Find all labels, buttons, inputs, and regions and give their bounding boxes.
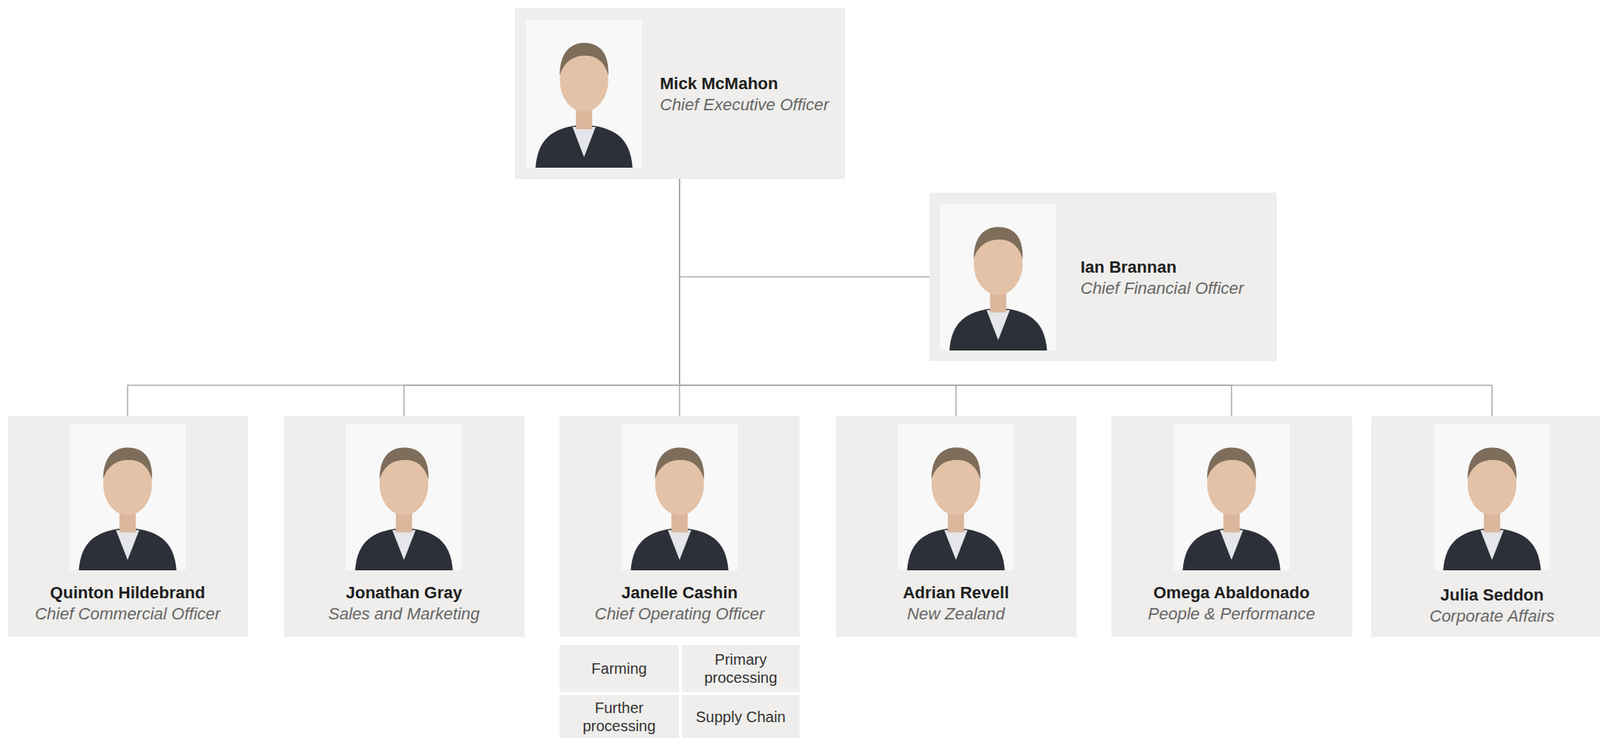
job-title: Chief Operating Officer — [565, 603, 794, 625]
function-label: Further processing — [559, 698, 679, 735]
reporting-line — [127, 178, 680, 417]
person-name: Mick McMahon — [659, 73, 830, 95]
executive-box: Julia SeddonCorporate Affairs — [1371, 416, 1600, 637]
person-name: Jonathan Gray — [289, 582, 518, 604]
function-cell: Supply Chain — [681, 694, 800, 738]
executive-box: Ian BrannanChief Financial Officer — [929, 192, 1277, 361]
function-label: Supply Chain — [691, 707, 791, 726]
job-title: Sales and Marketing — [289, 603, 518, 625]
function-label: Farming — [586, 659, 651, 678]
reporting-line — [679, 178, 930, 278]
function-cell: Farming — [559, 644, 679, 692]
reporting-line — [403, 178, 680, 417]
text-group: Quinton HildebrandChief Commercial Offic… — [14, 582, 241, 625]
executive-box: Jonathan GraySales and Marketing — [283, 416, 525, 637]
portrait-photo — [69, 424, 186, 571]
portrait-photo — [1433, 424, 1551, 571]
portrait-photo — [940, 203, 1057, 351]
text-group: Ian BrannanChief Financial Officer — [1080, 256, 1244, 300]
function-label: Primary processing — [681, 650, 800, 687]
executive-box: Mick McMahonChief Executive Officer — [514, 8, 845, 179]
text-group: Janelle CashinChief Operating Officer — [565, 582, 794, 625]
portrait-photo — [1173, 424, 1290, 571]
executive-box: Adrian RevellNew Zealand — [835, 416, 1077, 637]
job-title: People & Performance — [1117, 603, 1346, 625]
job-title: Chief Financial Officer — [1080, 277, 1244, 300]
person-name: Adrian Revell — [841, 582, 1070, 604]
text-group: Omega AbaldonadoPeople & Performance — [1117, 582, 1346, 625]
executive-box: Omega AbaldonadoPeople & Performance — [1111, 416, 1353, 637]
job-title: Chief Commercial Officer — [14, 603, 241, 625]
reporting-line — [679, 178, 1493, 417]
person-name: Julia Seddon — [1390, 584, 1594, 606]
text-group: Mick McMahonChief Executive Officer — [659, 73, 830, 116]
text-group: Adrian RevellNew Zealand — [841, 582, 1070, 625]
reporting-line — [679, 178, 956, 417]
portrait-photo — [621, 424, 738, 571]
portrait-photo — [345, 424, 463, 571]
executive-box: Quinton HildebrandChief Commercial Offic… — [8, 416, 248, 637]
text-group: Jonathan GraySales and Marketing — [289, 582, 518, 625]
person-name: Omega Abaldonado — [1117, 582, 1346, 604]
job-title: New Zealand — [841, 603, 1070, 625]
portrait-photo — [897, 424, 1015, 571]
function-cell: Further processing — [559, 694, 679, 738]
function-cell: Primary processing — [681, 644, 800, 692]
text-group: Julia SeddonCorporate Affairs — [1390, 584, 1594, 627]
job-title: Chief Executive Officer — [659, 94, 830, 116]
executive-box: Janelle CashinChief Operating Officer — [559, 416, 800, 637]
job-title: Corporate Affairs — [1390, 605, 1594, 627]
person-name: Ian Brannan — [1080, 256, 1244, 278]
portrait-photo — [526, 19, 642, 168]
person-name: Janelle Cashin — [565, 582, 794, 604]
person-name: Quinton Hildebrand — [14, 582, 241, 604]
